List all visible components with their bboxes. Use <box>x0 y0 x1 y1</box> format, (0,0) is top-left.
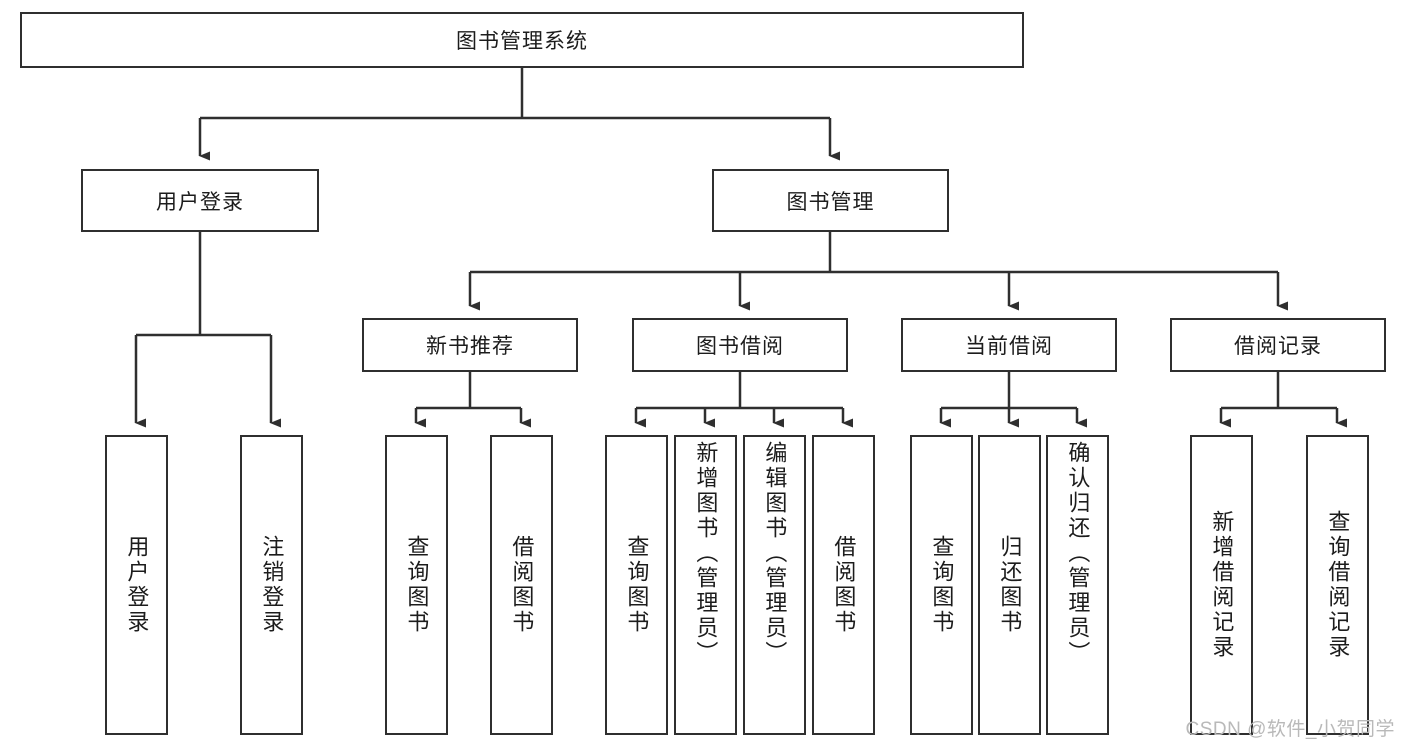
node-current-borrow[interactable]: 当前借阅 <box>901 318 1117 372</box>
node-leaf-query-book-current[interactable]: 查询图书 <box>910 435 973 735</box>
node-label: 借阅记录 <box>1234 335 1322 358</box>
node-leaf-query-book-borrow[interactable]: 查询图书 <box>605 435 668 735</box>
node-label: 查询图书 <box>624 535 650 635</box>
node-leaf-query-borrow-record[interactable]: 查询借阅记录 <box>1306 435 1369 735</box>
node-label: 查询图书 <box>404 535 430 635</box>
node-root-system[interactable]: 图书管理系统 <box>20 12 1024 68</box>
node-label: 图书管理 <box>786 190 875 214</box>
node-leaf-user-login[interactable]: 用户登录 <box>105 435 168 735</box>
watermark-text: CSDN @软件_小贺同学 <box>1185 719 1395 740</box>
node-label: 注销登录 <box>259 535 285 635</box>
node-label: 新增图书（管理员） <box>693 441 719 666</box>
node-label: 借阅图书 <box>831 535 857 635</box>
node-new-book-recommend[interactable]: 新书推荐 <box>362 318 578 372</box>
node-book-borrow[interactable]: 图书借阅 <box>632 318 848 372</box>
node-label: 用户登录 <box>156 190 244 214</box>
node-label: 新增借阅记录 <box>1209 510 1235 660</box>
node-label: 用户登录 <box>124 535 150 635</box>
node-book-management[interactable]: 图书管理 <box>712 169 949 232</box>
node-label: 图书管理系统 <box>456 30 588 53</box>
node-leaf-borrow-book[interactable]: 借阅图书 <box>812 435 875 735</box>
node-leaf-query-book-recommend[interactable]: 查询图书 <box>385 435 448 735</box>
node-label: 确认归还（管理员） <box>1065 441 1091 666</box>
node-label: 归还图书 <box>997 535 1023 635</box>
node-label: 查询图书 <box>929 535 955 635</box>
node-label: 新书推荐 <box>426 335 514 358</box>
node-leaf-edit-book[interactable]: 编辑图书（管理员） <box>743 435 806 735</box>
node-leaf-borrow-book-recommend[interactable]: 借阅图书 <box>490 435 553 735</box>
node-label: 图书借阅 <box>696 335 784 358</box>
node-label: 编辑图书（管理员） <box>762 441 788 666</box>
node-label: 查询借阅记录 <box>1325 510 1351 660</box>
node-user-login[interactable]: 用户登录 <box>81 169 319 232</box>
node-leaf-return-book[interactable]: 归还图书 <box>978 435 1041 735</box>
node-leaf-confirm-return[interactable]: 确认归还（管理员） <box>1046 435 1109 735</box>
node-leaf-add-book[interactable]: 新增图书（管理员） <box>674 435 737 735</box>
node-leaf-add-borrow-record[interactable]: 新增借阅记录 <box>1190 435 1253 735</box>
node-label: 当前借阅 <box>965 335 1053 358</box>
node-leaf-logout[interactable]: 注销登录 <box>240 435 303 735</box>
node-label: 借阅图书 <box>509 535 535 635</box>
node-borrow-record[interactable]: 借阅记录 <box>1170 318 1386 372</box>
